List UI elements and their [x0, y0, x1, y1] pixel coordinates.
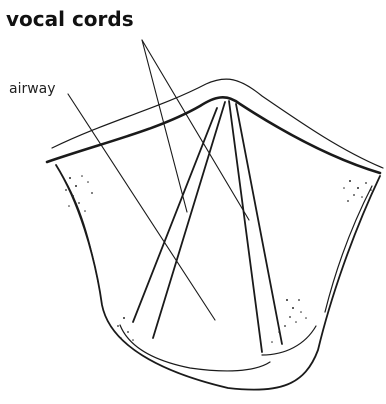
vocal-cords-label: vocal cords	[6, 9, 134, 29]
left-vocal-cord-inner	[153, 102, 225, 338]
left-inner-fold	[120, 325, 270, 371]
airway-label: airway	[9, 82, 56, 96]
epiglottis-inner-outline	[47, 97, 380, 173]
laryngeal-outer-wall	[56, 165, 380, 390]
right-vocal-cord-inner	[229, 101, 262, 352]
vocal-cords-pointer-left	[142, 40, 187, 212]
right-vocal-cord-outer	[236, 104, 282, 344]
lower-right-stipple	[271, 299, 307, 343]
left-aryepiglottic-fold	[62, 175, 98, 282]
right-tissue-stipple	[343, 180, 372, 202]
left-tissue-stipple	[65, 175, 93, 212]
left-vocal-cord-outer	[133, 108, 217, 322]
right-inner-fold	[262, 326, 316, 355]
